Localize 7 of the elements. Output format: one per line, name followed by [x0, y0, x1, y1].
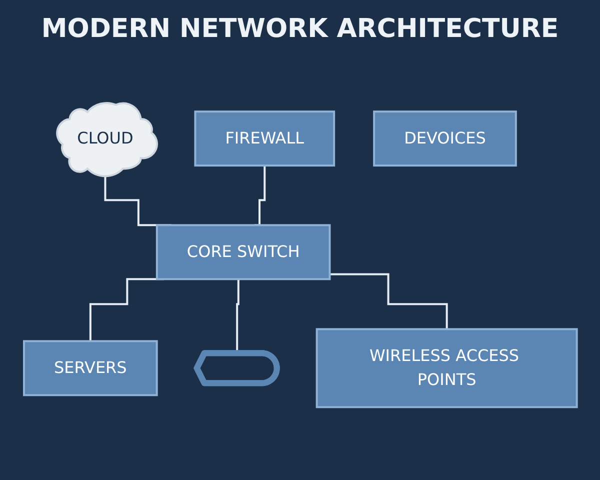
node-box: CORE SWITCH: [156, 224, 330, 280]
diagram-title: MODERN NETWORK ARCHITECTURE: [40, 14, 560, 44]
node-box: FIREWALL: [194, 110, 335, 166]
node-box: SERVERS: [22, 340, 158, 396]
node-box: WIRELESS ACCESS POINTS: [315, 328, 578, 408]
connector: [329, 273, 448, 330]
node-box: DEVOICES: [372, 110, 516, 166]
